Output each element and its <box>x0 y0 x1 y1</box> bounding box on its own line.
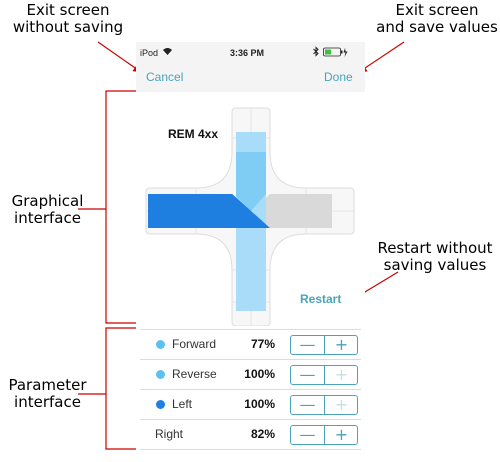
status-time: 3:36 PM <box>230 48 265 58</box>
decrement-button[interactable]: — <box>299 335 316 354</box>
phone-screen: iPod 3:36 PM Cancel Done REM 4xx <box>136 42 365 460</box>
parameter-label: Left <box>172 397 193 411</box>
cancel-button[interactable]: Cancel <box>146 70 184 84</box>
parameter-value: 100% <box>244 367 275 381</box>
annotation-line-2: and save values <box>376 18 498 36</box>
parameter-value: 82% <box>250 427 275 441</box>
stepper-divider <box>324 426 325 444</box>
annotation-exit-without-saving: Exit screen without saving <box>8 2 128 36</box>
forward-stepper: — + <box>290 335 358 355</box>
annotation-line-1: Graphical <box>11 192 84 210</box>
done-button[interactable]: Done <box>324 70 353 84</box>
stepper-divider <box>324 396 325 414</box>
annotation-exit-and-save: Exit screen and save values <box>375 2 499 36</box>
parameter-row-reverse: Reverse 100% — + <box>140 359 361 389</box>
parameter-value: 77% <box>250 337 275 351</box>
device-name: iPod <box>140 48 159 58</box>
parameter-interface: Forward 77% — + Reverse 100% — + Left 10… <box>136 326 365 460</box>
reverse-dot <box>156 370 165 379</box>
battery-icon <box>323 47 349 60</box>
left-bar <box>148 194 256 228</box>
parameter-label: Right <box>155 427 184 441</box>
parameter-label: Reverse <box>172 367 217 381</box>
bracket-parameter <box>105 327 136 450</box>
increment-button[interactable]: + <box>334 365 349 384</box>
joystick-graphic[interactable] <box>136 92 365 326</box>
parameter-row-forward: Forward 77% — + <box>140 329 361 359</box>
parameter-label: Forward <box>172 337 217 351</box>
right-bar <box>251 194 332 228</box>
nav-bar: Cancel Done <box>136 64 365 92</box>
left-dot <box>156 400 165 409</box>
right-stepper: — + <box>290 425 358 445</box>
device-title: REM 4xx <box>168 127 219 141</box>
parameter-row-right: Right 82% — + <box>140 419 361 450</box>
annotation-line-2: saving values <box>383 256 487 274</box>
annotation-line-1: Exit screen <box>395 1 479 19</box>
status-bar: iPod 3:36 PM <box>136 42 365 64</box>
annotation-line-1: Exit screen <box>26 1 110 19</box>
forward-center <box>236 152 266 211</box>
forward-dot <box>156 340 165 349</box>
annotation-line-2: interface <box>14 209 81 227</box>
increment-button[interactable]: + <box>334 395 349 414</box>
annotation-graphical-interface: Graphical interface <box>0 193 95 227</box>
parameter-value: 100% <box>244 397 275 411</box>
graphical-interface: REM 4xx Restart <box>136 92 365 326</box>
bluetooth-icon <box>313 46 319 59</box>
annotation-line-2: interface <box>14 393 81 411</box>
parameter-row-left: Left 100% — + <box>140 389 361 419</box>
decrement-button[interactable]: — <box>299 395 316 414</box>
annotation-line-1: Restart without <box>377 239 493 257</box>
restart-button[interactable]: Restart <box>300 292 342 306</box>
decrement-button[interactable]: — <box>299 425 316 444</box>
increment-button[interactable]: + <box>334 425 349 444</box>
arrow-to-done <box>358 41 405 73</box>
annotation-line-1: Parameter <box>8 376 87 394</box>
stepper-divider <box>324 366 325 384</box>
annotation-line-2: without saving <box>12 18 124 36</box>
left-bar-tip <box>232 194 270 228</box>
decrement-button[interactable]: — <box>299 365 316 384</box>
increment-button[interactable]: + <box>334 335 349 354</box>
annotation-restart-without-saving: Restart without saving values <box>370 240 500 274</box>
left-stepper: — + <box>290 395 358 415</box>
stepper-divider <box>324 336 325 354</box>
bracket-graphical <box>105 90 136 324</box>
wifi-icon <box>162 46 173 58</box>
annotation-parameter-interface: Parameter interface <box>0 377 95 411</box>
reverse-stepper: — + <box>290 365 358 385</box>
arrow-to-cancel <box>97 41 142 73</box>
